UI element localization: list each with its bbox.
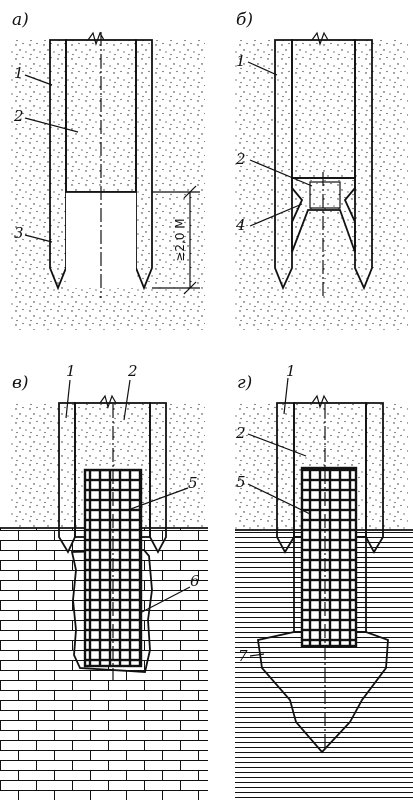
callout-2: 2 bbox=[235, 150, 246, 168]
panel-letter: а) bbox=[12, 10, 29, 30]
callout-6: 6 bbox=[190, 572, 200, 590]
casing-wall-left bbox=[274, 39, 293, 291]
panel-a: ≥2,0 М а) 1 2 3 bbox=[10, 10, 205, 330]
panel-c: в) 1 2 5 6 bbox=[0, 362, 208, 800]
casing-wall-left bbox=[276, 402, 295, 554]
panel-letter: г) bbox=[237, 373, 252, 393]
panel-d: г) 1 2 5 7 bbox=[235, 362, 413, 800]
callout-1: 1 bbox=[66, 362, 76, 380]
callout-5: 5 bbox=[236, 473, 246, 491]
callout-4: 4 bbox=[235, 216, 246, 234]
callout-1: 1 bbox=[286, 362, 296, 380]
callout-5: 5 bbox=[188, 474, 198, 492]
rebar-cage bbox=[300, 466, 358, 648]
plug-opening bbox=[309, 181, 341, 209]
enlarged-base bbox=[256, 631, 389, 754]
rock-socket bbox=[70, 549, 153, 673]
break-mark bbox=[311, 394, 329, 409]
callout-2: 2 bbox=[13, 107, 24, 125]
panel-letter: б) bbox=[236, 10, 253, 30]
casing-wall-left bbox=[58, 402, 76, 554]
break-mark bbox=[311, 31, 329, 46]
callout-3: 3 bbox=[14, 224, 24, 242]
break-mark bbox=[99, 394, 117, 409]
casing-wall-left bbox=[49, 39, 67, 291]
break-mark bbox=[87, 31, 105, 46]
panel-letter: в) bbox=[12, 373, 29, 393]
soil-sand bbox=[235, 40, 408, 330]
callout-1: 1 bbox=[236, 52, 246, 70]
panel-b: б) 1 2 4 bbox=[235, 10, 408, 330]
callout-2: 2 bbox=[235, 424, 246, 442]
concrete-plug bbox=[291, 177, 356, 253]
callout-7: 7 bbox=[238, 647, 248, 665]
dimension-label: ≥2,0 М bbox=[173, 218, 187, 261]
callout-1: 1 bbox=[14, 64, 24, 82]
callout-2: 2 bbox=[127, 362, 138, 380]
